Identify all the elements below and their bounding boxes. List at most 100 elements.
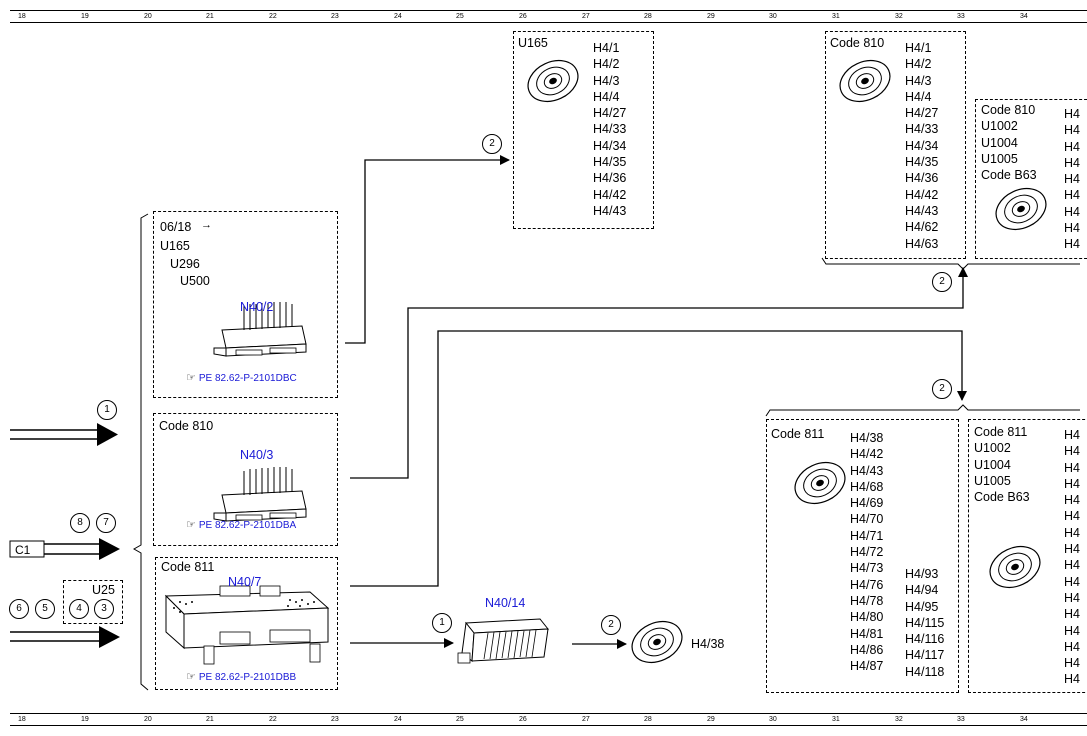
module-n40-2-box bbox=[153, 211, 338, 398]
pin-label: H4/42 bbox=[593, 187, 627, 202]
module-n40-7-code: Code 811 bbox=[161, 560, 215, 574]
ruler-label: 29 bbox=[707, 716, 715, 723]
pin-label: H4/34 bbox=[905, 138, 939, 153]
code-label: U1004 bbox=[981, 135, 1018, 150]
pointing-hand-icon: ☞ bbox=[186, 671, 196, 683]
input-arrow-1 bbox=[10, 423, 118, 446]
box-810-right-codes: Code 810 U1002 U1004 U1005 Code B63 bbox=[981, 102, 1037, 183]
module-n40-7-name: N40/7 bbox=[228, 575, 262, 589]
box-810-top bbox=[825, 31, 966, 259]
box-u165-label: U165 bbox=[518, 36, 548, 50]
box-810-right-pins: H4 H4 H4 H4 H4 H4 H4 H4 H4 bbox=[1064, 106, 1080, 253]
pin-label: H4 bbox=[1064, 172, 1080, 187]
input-arrow-c1 bbox=[9, 538, 120, 560]
speaker-811-left-icon bbox=[794, 461, 846, 505]
pin-label: H4/93 bbox=[905, 567, 939, 581]
ruler-label: 34 bbox=[1020, 13, 1028, 20]
box-810-top-pins: H4/1 H4/2 H4/3 H4/4 H4/27 H4/33 H4/34 H4… bbox=[905, 40, 938, 252]
amplifier-n40-7-icon bbox=[164, 585, 330, 665]
module-n40-7-ref-link[interactable]: ☞PE 82.62-P-2101DBB bbox=[186, 670, 296, 683]
pin-label: H4/95 bbox=[905, 599, 939, 614]
reference-circle: 2 bbox=[482, 134, 502, 154]
brace-811 bbox=[765, 404, 1080, 417]
pin-label: H4 bbox=[1064, 558, 1080, 573]
pin-label: H4/1 bbox=[593, 41, 620, 55]
pin-label: H4/117 bbox=[905, 648, 945, 663]
pin-label: H4 bbox=[1064, 672, 1080, 687]
line-n40-2-to-u165 bbox=[345, 155, 510, 344]
pin-label: H4/71 bbox=[850, 528, 884, 543]
option-u25-label: U25 bbox=[92, 583, 115, 597]
ruler-label: 20 bbox=[144, 13, 152, 20]
reference-circle: 4 bbox=[69, 599, 89, 619]
pointing-hand-icon: ☞ bbox=[186, 372, 196, 384]
pin-label: H4/2 bbox=[905, 57, 932, 72]
ruler-label: 28 bbox=[644, 716, 652, 723]
pin-label: H4 bbox=[1064, 107, 1080, 121]
pin-label: H4/76 bbox=[850, 577, 884, 592]
ruler-label: 27 bbox=[582, 13, 590, 20]
pin-label: H4/2 bbox=[593, 57, 620, 72]
pin-label: H4 bbox=[1064, 139, 1080, 154]
pin-label: H4 bbox=[1064, 123, 1080, 138]
ruler-label: 23 bbox=[331, 716, 339, 723]
reference-circle: 5 bbox=[35, 599, 55, 619]
pin-label: H4/38 bbox=[850, 431, 884, 445]
pin-label: H4/63 bbox=[905, 236, 939, 251]
ruler-label: 31 bbox=[832, 716, 840, 723]
pin-label: H4/33 bbox=[905, 122, 939, 137]
pin-label: H4/4 bbox=[593, 89, 620, 104]
pin-label: H4/43 bbox=[850, 463, 884, 478]
ruler-label: 33 bbox=[957, 716, 965, 723]
speaker-810-top-icon bbox=[839, 59, 891, 103]
box-u165 bbox=[513, 31, 654, 229]
box-811-left-pins-a: H4/38 H4/42 H4/43 H4/68 H4/69 H4/70 H4/7… bbox=[850, 430, 883, 674]
line-n40-7-to-811 bbox=[350, 330, 967, 587]
ruler-label: 21 bbox=[206, 716, 214, 723]
reference-circle: 6 bbox=[9, 599, 29, 619]
module-n40-14-name: N40/14 bbox=[485, 596, 526, 610]
pin-label: H4 bbox=[1064, 656, 1080, 671]
ruler-label: 30 bbox=[769, 13, 777, 20]
pin-label: H4/78 bbox=[850, 593, 884, 608]
module-n40-3-ref-link[interactable]: ☞PE 82.62-P-2101DBA bbox=[186, 518, 296, 531]
code-label: U1002 bbox=[974, 441, 1011, 456]
code-label: Code B63 bbox=[981, 168, 1037, 183]
amplifier-n40-2-icon bbox=[213, 302, 307, 357]
pin-label: H4/35 bbox=[905, 155, 939, 170]
pin-label: H4 bbox=[1064, 607, 1080, 622]
reference-circle: 1 bbox=[432, 613, 452, 633]
pin-label: H4 bbox=[1064, 444, 1080, 459]
pin-label: H4/116 bbox=[905, 632, 945, 647]
ruler-label: 25 bbox=[456, 716, 464, 723]
pin-label: H4 bbox=[1064, 188, 1080, 203]
ruler-label: 25 bbox=[456, 13, 464, 20]
pin-label: H4 bbox=[1064, 639, 1080, 654]
pin-label: H4 bbox=[1064, 155, 1080, 170]
pin-label: H4/42 bbox=[850, 447, 884, 462]
module-n40-3-box bbox=[153, 413, 338, 546]
ruler-label: 22 bbox=[269, 716, 277, 723]
pin-label: H4/118 bbox=[905, 664, 945, 679]
code-label: Code B63 bbox=[974, 490, 1030, 505]
pin-label: H4 bbox=[1064, 428, 1080, 442]
pin-label: H4 bbox=[1064, 590, 1080, 605]
module-n40-3-code: Code 810 bbox=[159, 419, 214, 433]
module-n40-2-ref-link[interactable]: ☞PE 82.62-P-2101DBC bbox=[186, 371, 297, 384]
pin-label: H4/69 bbox=[850, 496, 884, 511]
speaker-n40-14-icon bbox=[631, 620, 683, 664]
pin-label: H4/81 bbox=[850, 626, 884, 641]
pin-label: H4/1 bbox=[905, 41, 932, 55]
pin-label: H4/62 bbox=[905, 220, 939, 235]
ref-text: PE 82.62-P-2101DBB bbox=[198, 672, 297, 683]
ref-text: PE 82.62-P-2101DBA bbox=[198, 520, 297, 531]
pin-label: H4/72 bbox=[850, 545, 884, 560]
ruler-label: 22 bbox=[269, 13, 277, 20]
ruler-label: 18 bbox=[18, 716, 26, 723]
pin-label: H4 bbox=[1064, 493, 1080, 508]
condition-u296: U296 bbox=[170, 257, 200, 271]
pin-label: H4 bbox=[1064, 509, 1080, 524]
ruler-label: 24 bbox=[394, 13, 402, 20]
ruler-label: 19 bbox=[81, 13, 89, 20]
